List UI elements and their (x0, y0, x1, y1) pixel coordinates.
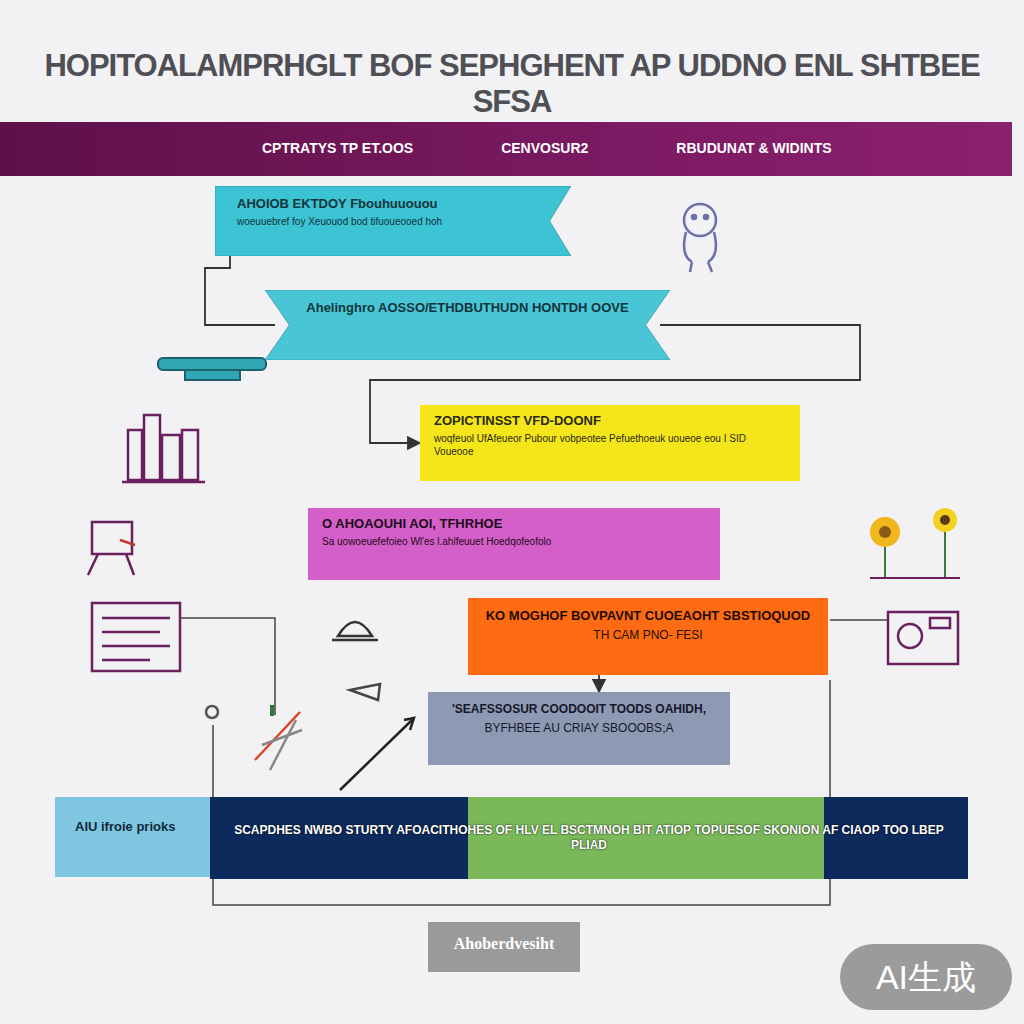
watermark: AI生成 (840, 944, 1012, 1010)
teal-platform (158, 358, 266, 380)
process-box: 'SEAFSSOSUR COODOOIT TOODS OAHIDH, BYFHBE… (428, 692, 730, 765)
node-label: Ahoberdvesiht (436, 934, 572, 954)
ribbon-banner: Ahelinghro AOSSO/ETHDBUTHUDN HONTDH OOVE (265, 290, 670, 360)
node-body: TH CAM PNO- FESI (482, 628, 814, 643)
node-heading: AHOIOB EKTDOY Fbouhuuouou (237, 196, 537, 212)
sketch-arrows (206, 684, 414, 790)
band-segment: SCAPDHES NWBO STURTY AFOACITHOHES OF HLV… (210, 797, 968, 879)
node-heading: 'SEAFSSOSUR COODOOIT TOODS OAHIDH, (442, 702, 716, 717)
node-label: Ahelinghro AOSSO/ETHDBUTHUDN HONTDH OOVE (305, 300, 630, 316)
hat-icon (332, 622, 378, 640)
caption-box: Ahoberdvesiht (428, 922, 580, 972)
band-segment: AIU ifroie prioks (55, 797, 210, 877)
node-label: CENVOSUR2 (501, 140, 588, 158)
ribbon-banner: AHOIOB EKTDOY Fbouhuuouou woeuuebref foy … (215, 186, 571, 256)
sunflowers-icon (870, 508, 960, 578)
camera-icon (830, 612, 958, 664)
monitor-panel (92, 603, 275, 715)
process-box: KO MOGHOF BOVPAVNT CUOEAOHT SBSTIOQUOD TH… (468, 598, 828, 675)
node-label: CPTRATYS TP ET.OOS (262, 140, 413, 158)
connector (598, 675, 600, 692)
node-label: AIU ifroie prioks (75, 819, 200, 835)
easel-icon (88, 522, 135, 575)
node-heading: O AHOAOUHI AOI, TFHRHOE (322, 516, 706, 532)
node-body: Sa uowoeuefefoieo Wl'es l.ahlfeuuet Hoed… (322, 536, 706, 549)
books-icon (122, 415, 205, 482)
node-heading: KO MOGHOF BOVPAVNT CUOEAOHT SBSTIOQUOD (482, 608, 814, 624)
node-heading: ZOPICTINSST VFD-DOONF (434, 413, 786, 429)
chart-title: HOPITOALAMPRHGLT BOF SEPHGHENT AP UDDNO … (40, 48, 984, 120)
node-body: woeuuebref foy Xeuouod bod tifuoueooed h… (237, 216, 537, 229)
ribbon-outline (265, 290, 670, 360)
connector (205, 256, 275, 325)
process-box: ZOPICTINSST VFD-DOONF woqfeuol UfAfeueor … (420, 405, 800, 481)
node-body: woqfeuol UfAfeueor Pubour vobpeotee Pefu… (434, 433, 786, 458)
mascot-icon (684, 204, 716, 272)
ribbon-outline (215, 186, 571, 256)
node-label: RBUDUNAT & WIDINTS (676, 140, 831, 158)
header-band: CPTRATYS TP ET.OOS CENVOSUR2 RBUDUNAT & WI… (0, 122, 1012, 176)
process-box: O AHOAOUHI AOI, TFHRHOE Sa uowoeuefefoieo… (308, 508, 720, 580)
node-body: BYFHBEE AU CRIAY SBOOOBS;A (442, 721, 716, 736)
node-label: SCAPDHES NWBO STURTY AFOACITHOHES OF HLV… (222, 823, 956, 853)
